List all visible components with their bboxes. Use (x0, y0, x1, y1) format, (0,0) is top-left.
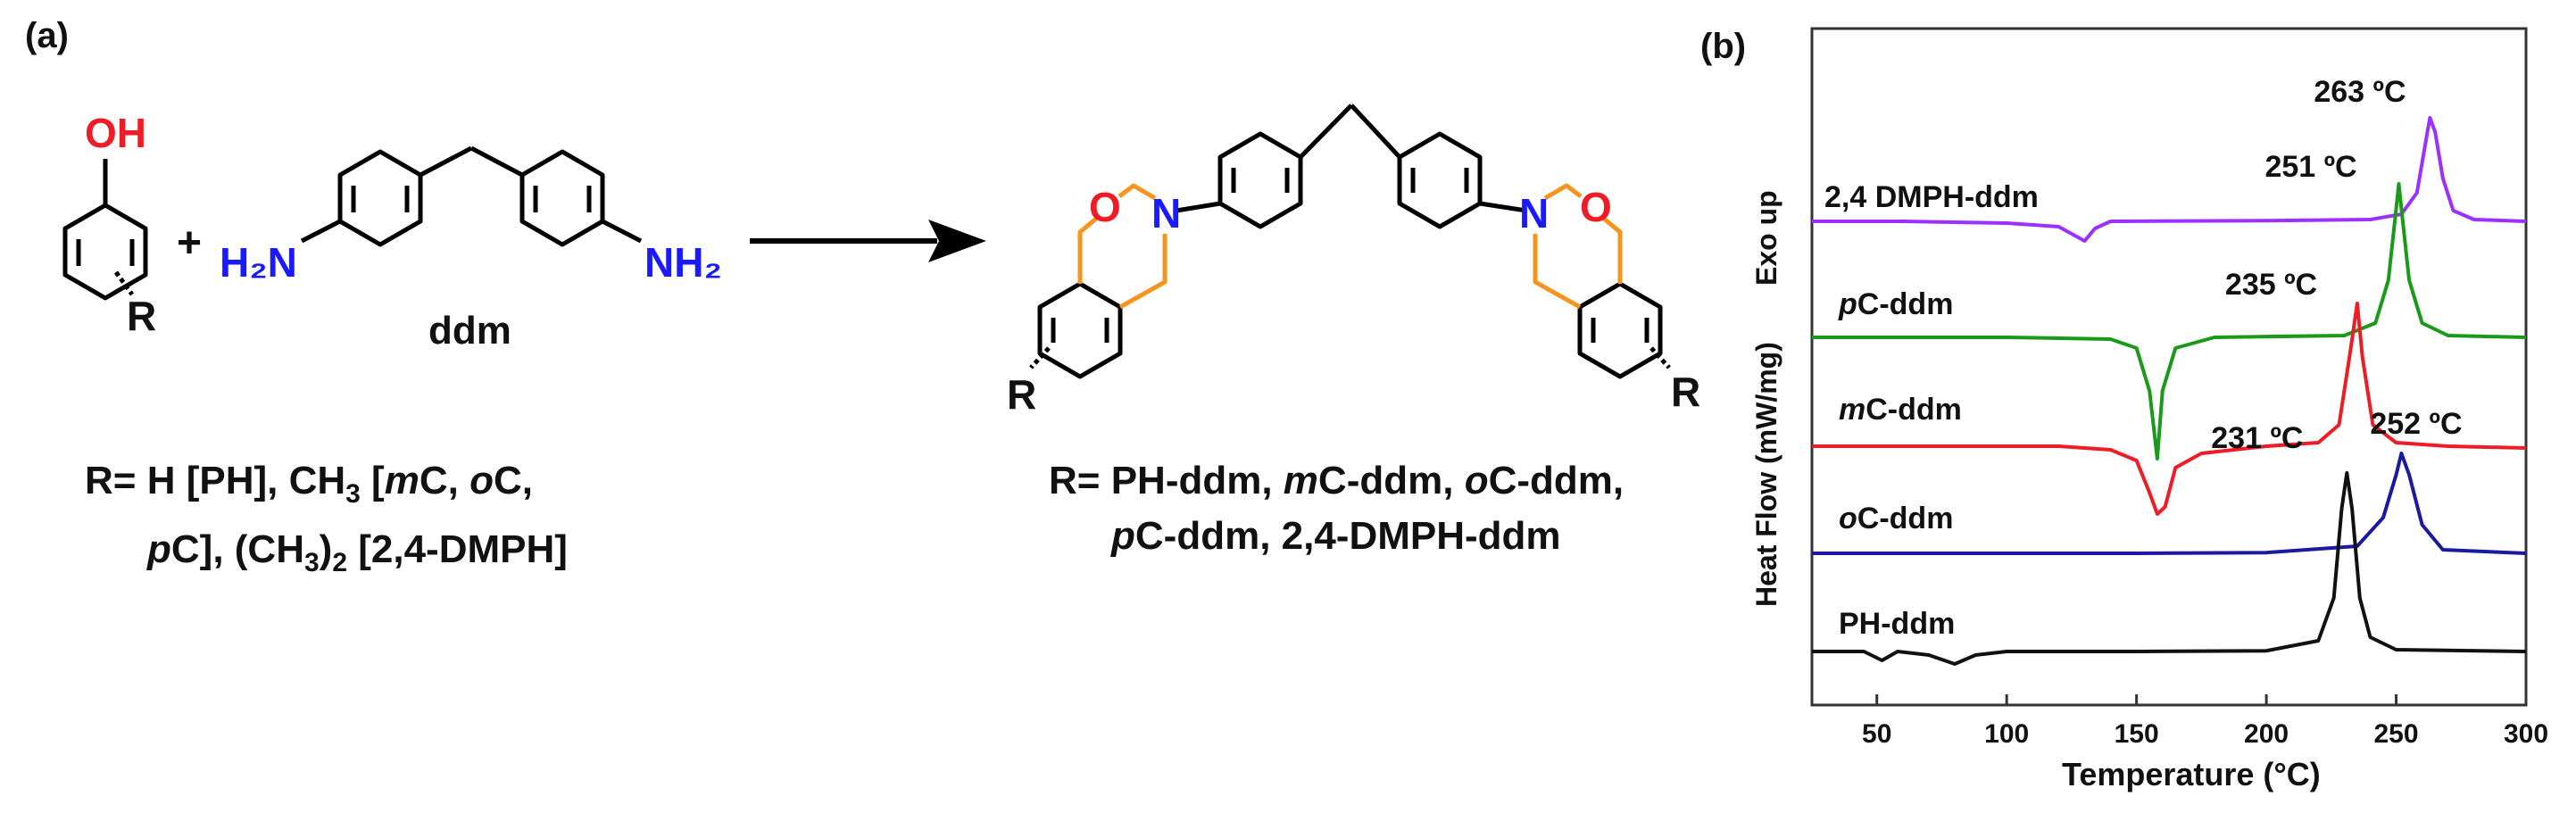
r-definition-left-line1: R= H [PH], CH3 [mC, oC, (85, 453, 568, 522)
r-def-text: C, (493, 459, 533, 502)
series-label: oC-ddm (1839, 502, 1953, 535)
phenol-r-label: R (127, 293, 156, 339)
r-def-italic: m (384, 459, 420, 502)
peak-label: 235 ºC (2225, 268, 2317, 302)
product-r-right: R (1671, 369, 1700, 415)
r-def-text: C-ddm, (1488, 459, 1625, 502)
phenol-oh-label: OH (85, 110, 146, 156)
dsc-curve-2-4-dmph-ddm (1812, 116, 2527, 243)
r-def-sub: 2 (332, 547, 348, 577)
r-def-text: R= PH-ddm, (1049, 459, 1284, 502)
r-definition-right-line1: R= PH-ddm, mC-ddm, oC-ddm, (1049, 453, 1624, 509)
dsc-curve-oc-ddm (1812, 452, 2527, 555)
peak-label: 252 ºC (2370, 407, 2462, 441)
r-definition-right: R= PH-ddm, mC-ddm, oC-ddm, pC-ddm, 2,4-D… (1049, 453, 1624, 564)
plus-sign: + (177, 220, 202, 267)
ddm-nh2-left: H₂N (220, 239, 297, 286)
x-tick-label: 150 (2115, 719, 2159, 749)
reaction-arrow-head (928, 220, 986, 262)
r-def-text: C], (CH (170, 527, 304, 571)
plot-frame (1810, 27, 2528, 707)
x-tick-label: 250 (2374, 719, 2419, 749)
r-definition-right-line2: pC-ddm, 2,4-DMPH-ddm (1049, 509, 1624, 564)
panel-b-label: (b) (1700, 27, 1747, 66)
r-def-text: [2,4-DMPH] (347, 527, 568, 571)
series-label: 2,4 DMPH-ddm (1824, 180, 2039, 214)
product-o-left: O (1089, 184, 1121, 230)
r-def-italic: m (1283, 459, 1318, 502)
dsc-curve-mc-ddm (1812, 302, 2527, 516)
peak-label: 251 ºC (2264, 150, 2356, 184)
peak-label: 263 ºC (2314, 75, 2406, 109)
y-axis-label: Heat Flow (mW/mg) (1750, 342, 1782, 607)
ddm-ring-right (519, 149, 605, 247)
series-label: PH-ddm (1839, 607, 1955, 641)
dsc-curve-pc-ddm (1812, 182, 2527, 460)
series-label: mC-ddm (1839, 393, 1962, 427)
r-def-italic: p (147, 527, 171, 571)
r-def-italic: p (1111, 514, 1135, 558)
r-def-italic: o (1464, 459, 1489, 502)
ddm-nh2-right: NH₂ (644, 239, 722, 286)
r-definition-left: R= H [PH], CH3 [mC, oC, pC], (CH3)2 [2,4… (85, 453, 568, 591)
product-n-right: N (1519, 190, 1549, 236)
r-def-text: C-ddm, (1317, 459, 1465, 502)
r-definition-left-line2: pC], (CH3)2 [2,4-DMPH] (85, 522, 568, 591)
reaction-scheme: OH R + H₂N NH₂ ddm O N N O R R (62, 104, 1700, 418)
dsc-chart: 50 100 150 200 250 300 2,4 DMPH-ddm pC-ddm mC-d… (1750, 27, 2548, 792)
y-axis-exo-label: Exo up (1750, 190, 1782, 286)
x-axis-ticks: 50 100 150 200 250 300 (1862, 694, 2548, 749)
product-o-right: O (1580, 184, 1612, 230)
r-def-text: ) (319, 527, 333, 571)
r-def-text: R= H [PH], CH (85, 459, 346, 502)
series-label: pC-ddm (1838, 287, 1953, 321)
product-r-left: R (1007, 371, 1036, 418)
phenol-ring (62, 203, 148, 301)
x-tick-label: 50 (1862, 719, 1891, 749)
r-def-text: [ (360, 459, 385, 502)
peak-labels: 263 ºC 251 ºC 235 ºC 252 ºC 231 ºC (2211, 75, 2462, 455)
r-def-text: C, (419, 459, 470, 502)
panel-a-label: (a) (25, 16, 69, 55)
r-def-italic: o (469, 459, 494, 502)
r-def-sub: 3 (345, 478, 361, 509)
peak-label: 231 ºC (2211, 421, 2303, 455)
product-n-left: N (1151, 190, 1181, 236)
r-def-sub: 3 (303, 547, 320, 577)
dsc-curves (1812, 116, 2527, 666)
x-axis-label: Temperature (°C) (2062, 756, 2321, 792)
x-tick-label: 100 (1984, 719, 2029, 749)
x-tick-label: 200 (2244, 719, 2289, 749)
ddm-name-label: ddm (428, 309, 511, 353)
dsc-curve-ph-ddm (1812, 471, 2527, 666)
x-tick-label: 300 (2504, 719, 2548, 749)
r-def-text: C-ddm, 2,4-DMPH-ddm (1134, 514, 1561, 558)
